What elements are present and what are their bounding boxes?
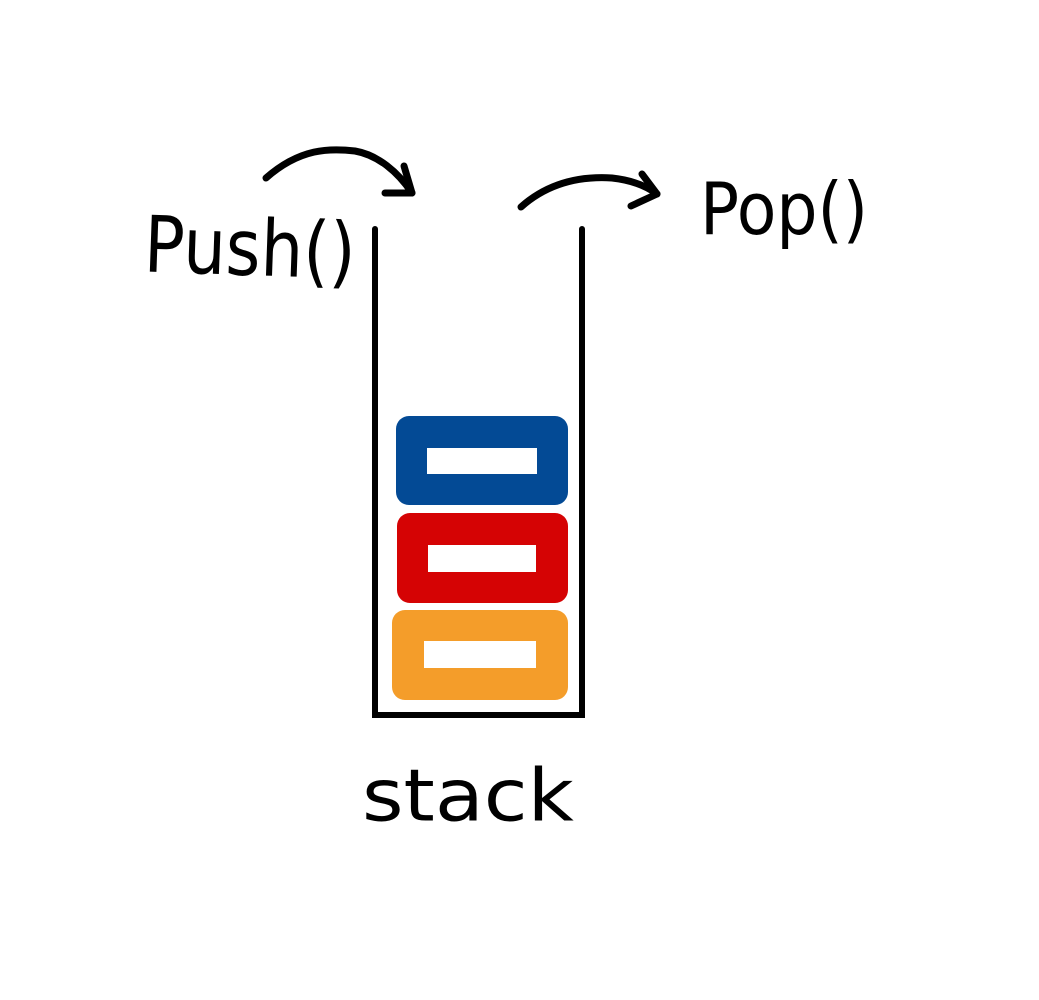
push-arrow-icon	[262, 146, 416, 197]
pop-arrow-icon	[517, 170, 661, 211]
stack-item-middle	[397, 513, 568, 603]
stack-item-middle-slot	[428, 545, 536, 572]
stack-container	[372, 226, 585, 718]
stack-item-bottom-slot	[424, 641, 536, 668]
push-label: Push()	[143, 200, 358, 298]
stack-label: stack	[362, 753, 574, 837]
stack-item-top-slot	[427, 448, 537, 474]
stack-item-top	[396, 416, 568, 505]
pop-label: Pop()	[700, 168, 868, 252]
stack-item-bottom	[392, 610, 568, 700]
